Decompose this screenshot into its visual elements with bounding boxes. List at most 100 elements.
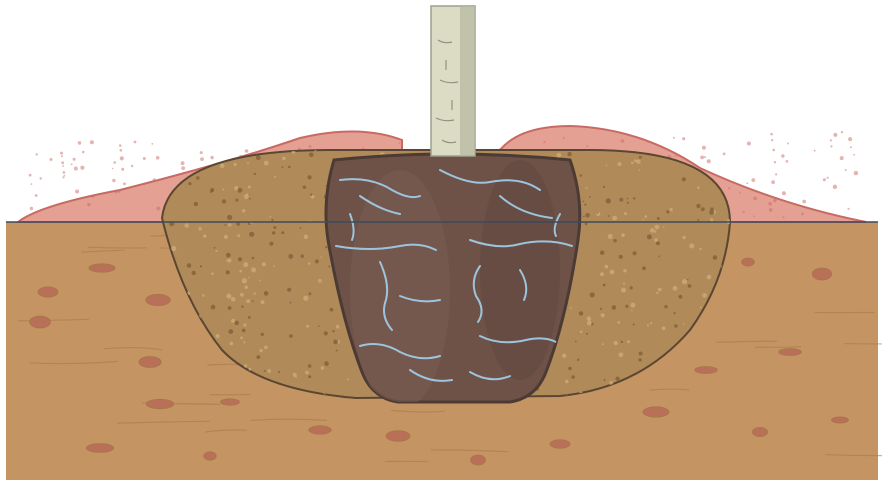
backfill-speck	[619, 198, 623, 202]
backfill-speck	[612, 305, 617, 310]
backfill-speck	[278, 371, 280, 373]
mulch-speck	[772, 149, 775, 152]
mulch-speck	[775, 173, 777, 175]
backfill-speck	[580, 330, 583, 333]
backfill-speck	[256, 355, 260, 359]
backfill-speck	[639, 156, 642, 159]
backfill-speck	[252, 300, 254, 302]
mulch-speck	[823, 178, 826, 181]
mulch-speck	[751, 178, 755, 182]
mulch-speck	[151, 143, 153, 145]
backfill-speck	[237, 234, 240, 237]
soil-stone	[812, 268, 831, 280]
backfill-speck	[289, 334, 293, 338]
backfill-speck	[330, 308, 334, 312]
backfill-speck	[308, 175, 312, 179]
backfill-speck	[273, 265, 275, 267]
backfill-speck	[245, 286, 248, 289]
backfill-speck	[325, 246, 327, 248]
backfill-speck	[321, 366, 324, 369]
backfill-speck	[256, 155, 261, 160]
backfill-speck	[638, 358, 641, 361]
backfill-speck	[567, 152, 571, 156]
backfill-speck	[259, 349, 262, 352]
backfill-speck	[701, 207, 705, 211]
backfill-speck	[300, 227, 302, 229]
backfill-speck	[185, 223, 189, 227]
backfill-speck	[650, 228, 655, 233]
backfill-speck	[608, 234, 613, 239]
backfill-speck	[243, 323, 246, 326]
mulch-speck	[840, 156, 844, 160]
backfill-speck	[287, 288, 291, 292]
backfill-speck	[242, 209, 245, 212]
backfill-speck	[583, 201, 585, 203]
backfill-speck	[624, 212, 627, 215]
backfill-speck	[211, 272, 214, 275]
backfill-speck	[627, 340, 630, 343]
mulch-speck	[144, 183, 146, 185]
backfill-speck	[244, 194, 249, 199]
mulch-speck	[704, 156, 706, 158]
soil-stone	[139, 357, 161, 368]
backfill-speck	[619, 255, 623, 259]
backfill-speck	[224, 224, 226, 226]
backfill-speck	[570, 307, 572, 309]
backfill-speck	[711, 150, 714, 153]
mulch-speck	[769, 208, 773, 212]
backfill-speck	[633, 324, 635, 326]
soil-stone	[38, 287, 58, 297]
backfill-speck	[303, 186, 306, 189]
backfill-speck	[309, 292, 312, 295]
backfill-speck	[231, 297, 236, 302]
mulch-speck	[747, 142, 751, 146]
backfill-speck	[324, 361, 329, 366]
backfill-speck	[198, 227, 201, 230]
backfill-speck	[700, 306, 702, 308]
mulch-speck	[117, 189, 120, 192]
soil-stone	[146, 399, 174, 408]
backfill-speck	[680, 149, 684, 153]
backfill-speck	[669, 208, 672, 211]
mulch-speck	[399, 142, 401, 144]
backfill-speck	[585, 213, 590, 218]
backfill-speck	[305, 371, 309, 375]
backfill-speck	[617, 321, 620, 324]
backfill-speck	[211, 305, 216, 310]
backfill-speck	[243, 262, 248, 267]
mulch-speck	[63, 171, 66, 174]
mulch-speck	[143, 157, 146, 160]
mulch-speck	[91, 195, 94, 198]
mulch-speck	[675, 155, 677, 157]
backfill-speck	[221, 153, 223, 155]
backfill-speck	[662, 326, 666, 330]
backfill-speck	[606, 165, 608, 167]
backfill-speck	[243, 341, 245, 343]
backfill-speck	[587, 317, 591, 321]
backfill-speck	[621, 288, 626, 293]
mulch-speck	[113, 161, 116, 164]
mulch-speck	[787, 143, 789, 145]
backfill-speck	[288, 166, 290, 168]
backfill-speck	[627, 198, 629, 200]
mulch-speck	[156, 156, 160, 160]
backfill-speck	[193, 150, 197, 154]
backfill-speck	[336, 350, 338, 352]
backfill-speck	[639, 170, 641, 172]
backfill-speck	[304, 235, 308, 239]
backfill-speck	[288, 254, 293, 259]
backfill-speck	[192, 271, 196, 275]
mulch-speck	[29, 174, 32, 177]
backfill-speck	[600, 251, 604, 255]
mulch-speck	[36, 153, 38, 155]
mulch-speck	[543, 141, 545, 143]
mulch-speck	[768, 202, 772, 206]
mulch-speck	[743, 211, 745, 213]
mulch-speck	[40, 177, 42, 179]
backfill-speck	[697, 186, 700, 189]
backfill-speck	[613, 239, 616, 242]
backfill-speck	[610, 270, 615, 275]
backfill-speck	[261, 300, 265, 304]
backfill-speck	[621, 341, 623, 343]
mulch-speck	[770, 133, 773, 136]
